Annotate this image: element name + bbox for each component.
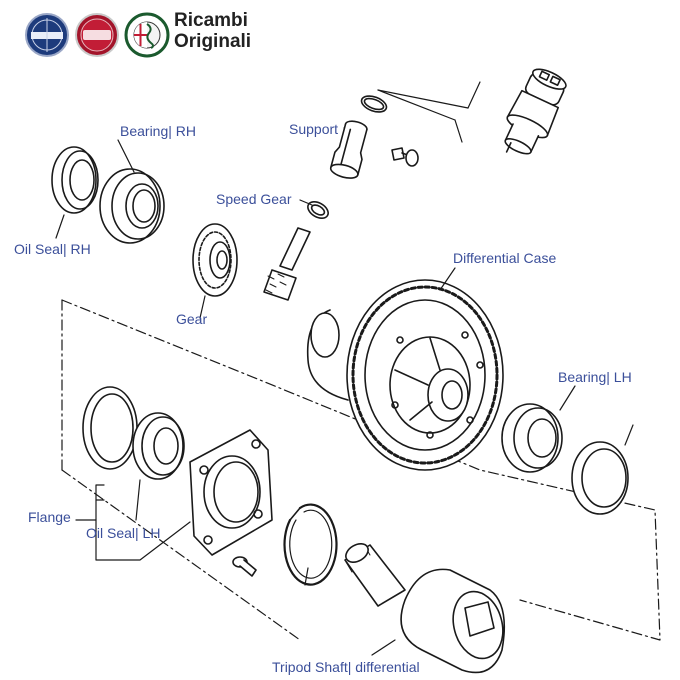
label-speed-gear: Speed Gear xyxy=(216,191,292,207)
differential-case xyxy=(306,279,504,471)
o-ring xyxy=(360,95,388,113)
label-gear: Gear xyxy=(176,311,208,327)
oil-seal-case-lh xyxy=(571,441,629,515)
label-bearing-lh: Bearing| LH xyxy=(558,369,632,385)
flange-bolt xyxy=(232,556,257,577)
drive-gear xyxy=(192,223,238,297)
speed-gear-shaft xyxy=(263,227,311,301)
lancia-logo xyxy=(25,13,69,57)
bearing-lh xyxy=(501,403,563,473)
label-oil-seal-lh: Oil Seal| LH xyxy=(86,525,161,541)
assembly-axis-lines xyxy=(61,299,661,641)
brand-title: Ricambi Originali xyxy=(174,10,251,52)
label-leader-lines xyxy=(55,139,634,656)
alfa-romeo-logo xyxy=(124,12,170,58)
label-bearing-rh: Bearing| RH xyxy=(120,123,197,139)
bearing-rh xyxy=(99,168,165,244)
circlip xyxy=(283,503,338,586)
brand-title-line1: Ricambi xyxy=(174,10,248,31)
tripod-shaft xyxy=(344,543,506,674)
label-differential-case: Differential Case xyxy=(453,250,557,266)
speed-sensor xyxy=(504,68,567,155)
brand-title-line2: Originali xyxy=(174,31,252,52)
small-bolt xyxy=(391,147,419,167)
label-tripod-shaft: Tripod Shaft| differential xyxy=(272,659,420,675)
oil-seal-rh xyxy=(51,146,99,214)
flange-plate xyxy=(189,429,273,556)
oil-seal-lh xyxy=(132,412,185,480)
label-oil-seal-rh: Oil Seal| RH xyxy=(14,241,91,257)
label-support: Support xyxy=(289,121,339,137)
fiat-logo xyxy=(75,13,119,57)
label-flange: Flange xyxy=(28,509,71,525)
flange-o-ring xyxy=(82,386,138,470)
support-leader-lines xyxy=(343,81,481,143)
support-bushing xyxy=(329,120,368,179)
